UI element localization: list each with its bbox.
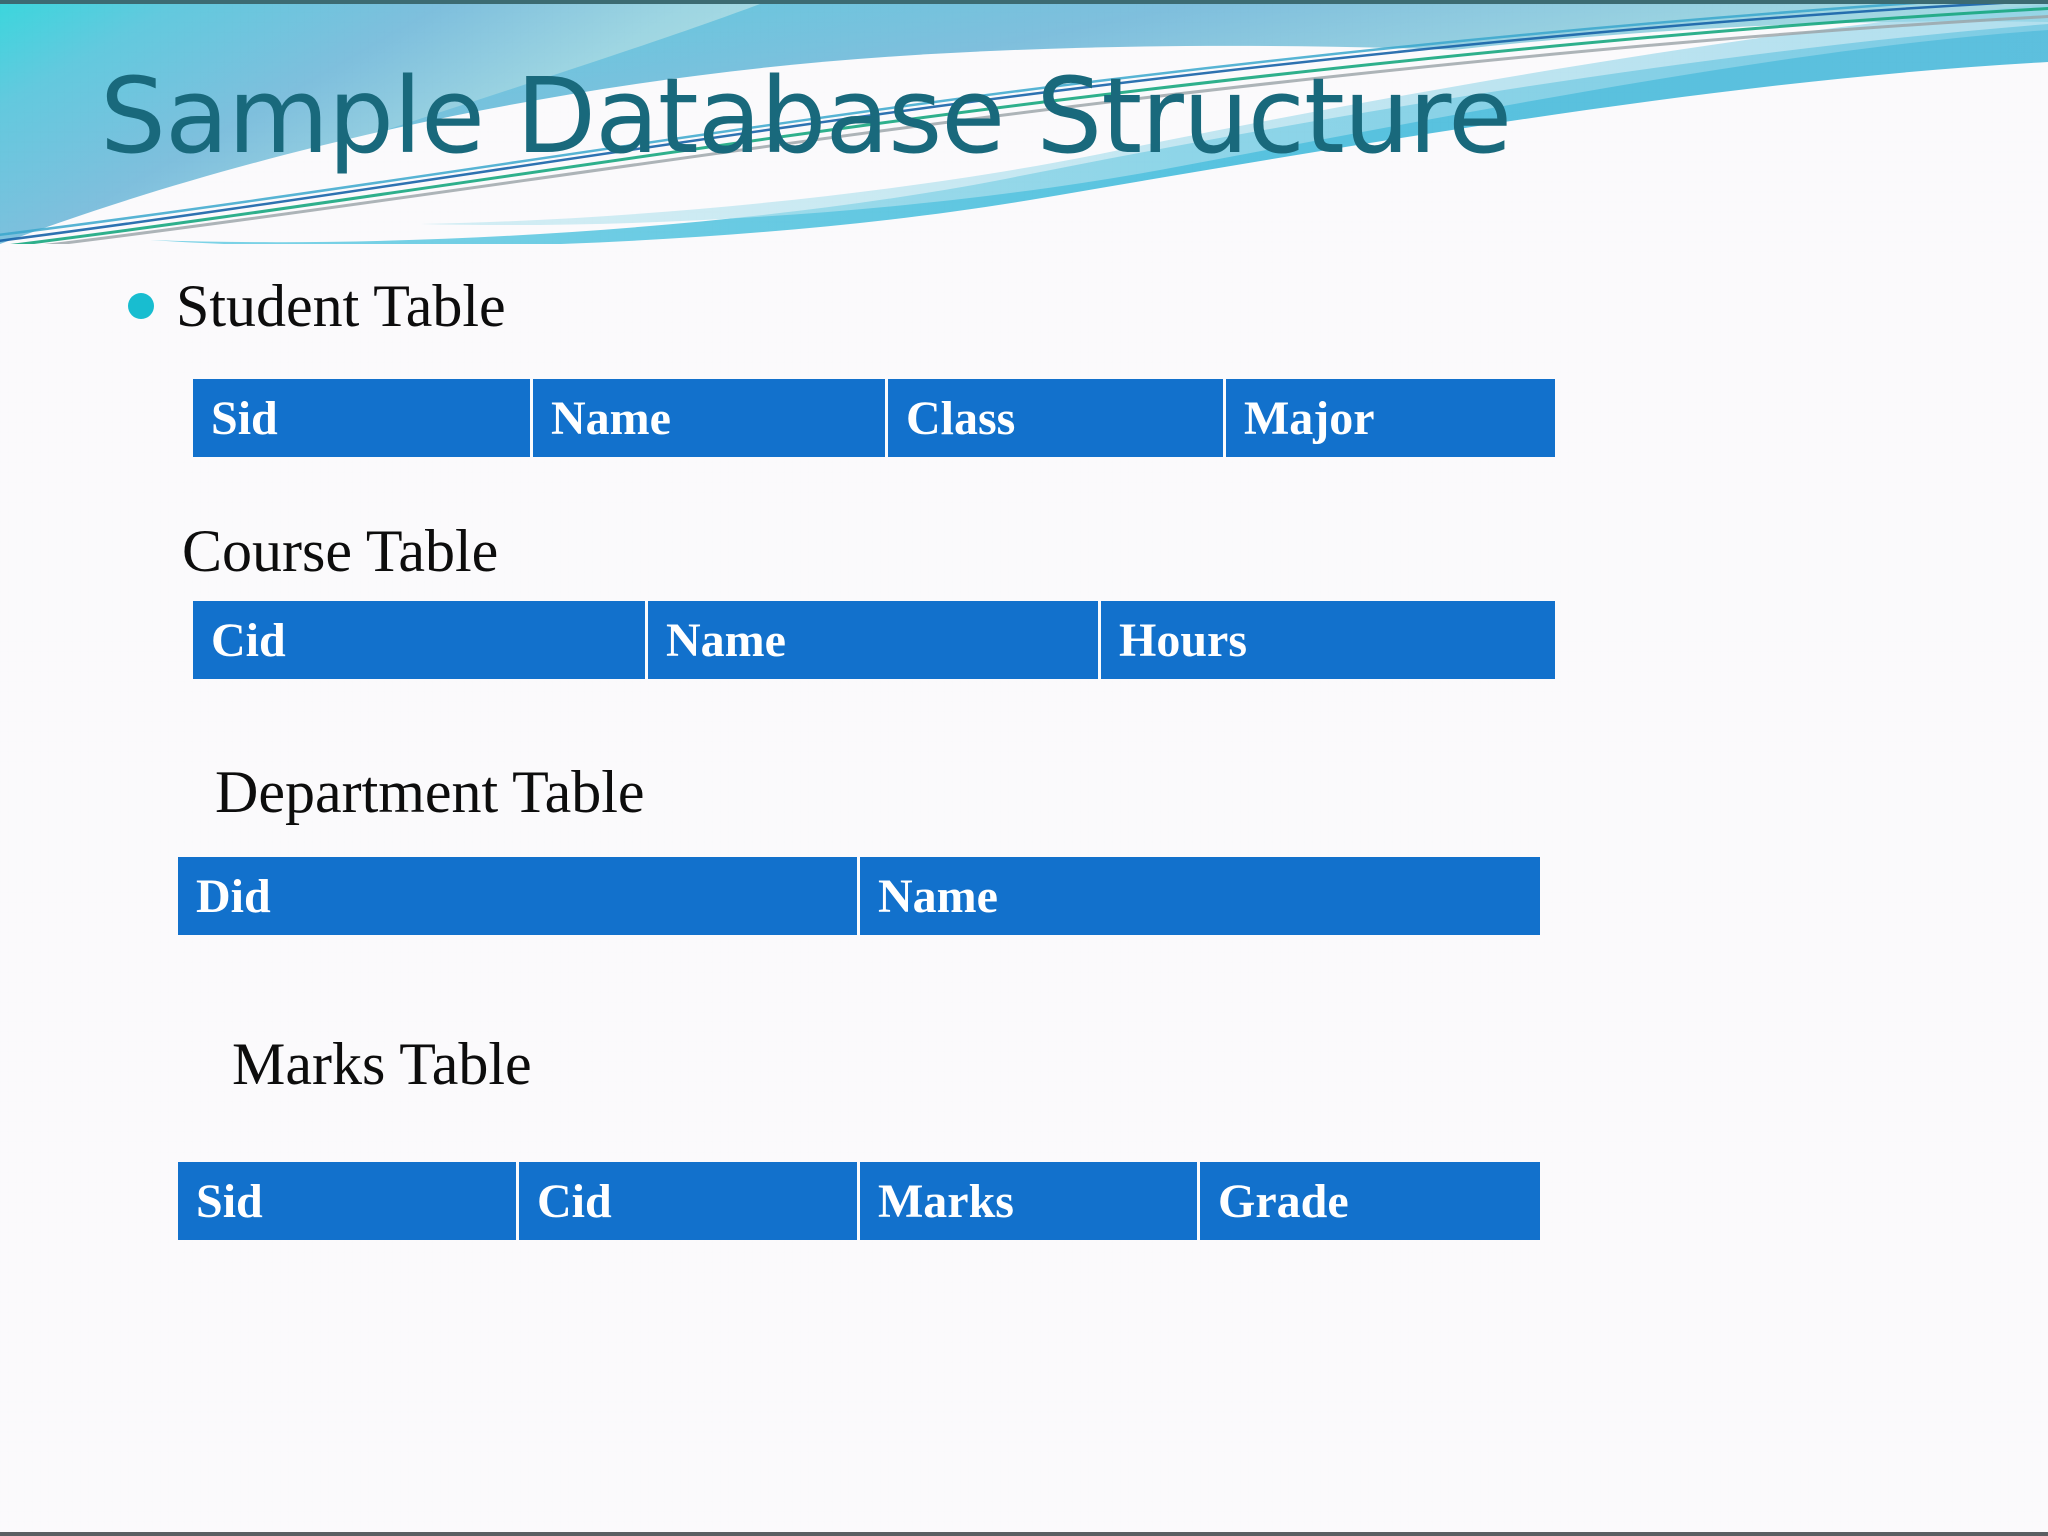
slide-content: Student Table Sid Name Class Major Cours… bbox=[0, 4, 2048, 1532]
section-heading-student-table: Student Table bbox=[128, 276, 506, 336]
wave-line-gray bbox=[44, 15, 2048, 244]
section-label-department-table: Department Table bbox=[215, 759, 645, 825]
section-label-course-table: Course Table bbox=[182, 518, 499, 584]
slide-title: Sample Database Structure bbox=[100, 55, 1512, 177]
student-table-header-class[interactable]: Class bbox=[888, 379, 1226, 457]
course-table-header-name[interactable]: Name bbox=[648, 601, 1101, 679]
section-label-student-table: Student Table bbox=[176, 273, 506, 339]
wave-ribbon-secondary bbox=[420, 4, 2048, 226]
marks-table-header-grade[interactable]: Grade bbox=[1200, 1162, 1540, 1240]
section-label-marks-table: Marks Table bbox=[232, 1031, 532, 1097]
bullet-dot-icon bbox=[128, 293, 154, 319]
wave-line-blue bbox=[0, 4, 2005, 242]
decorative-wave-header bbox=[0, 4, 2048, 244]
marks-table-header-sid[interactable]: Sid bbox=[178, 1162, 519, 1240]
course-table-header-cid[interactable]: Cid bbox=[193, 601, 648, 679]
marks-table-header-marks[interactable]: Marks bbox=[860, 1162, 1200, 1240]
wave-line-green bbox=[10, 7, 2048, 244]
student-table-header-major[interactable]: Major bbox=[1226, 379, 1555, 457]
department-table-header-did[interactable]: Did bbox=[178, 857, 860, 935]
marks-table: Sid Cid Marks Grade bbox=[178, 1162, 1540, 1240]
wave-line-cyan bbox=[0, 4, 1919, 237]
course-table: Cid Name Hours bbox=[193, 601, 1555, 679]
department-table-header-name[interactable]: Name bbox=[860, 857, 1540, 935]
student-table-header-name[interactable]: Name bbox=[533, 379, 888, 457]
marks-table-header-cid[interactable]: Cid bbox=[519, 1162, 860, 1240]
student-table-header-sid[interactable]: Sid bbox=[193, 379, 533, 457]
department-table: Did Name bbox=[178, 857, 1540, 935]
course-table-header-hours[interactable]: Hours bbox=[1101, 601, 1555, 679]
student-table: Sid Name Class Major bbox=[193, 379, 1555, 457]
